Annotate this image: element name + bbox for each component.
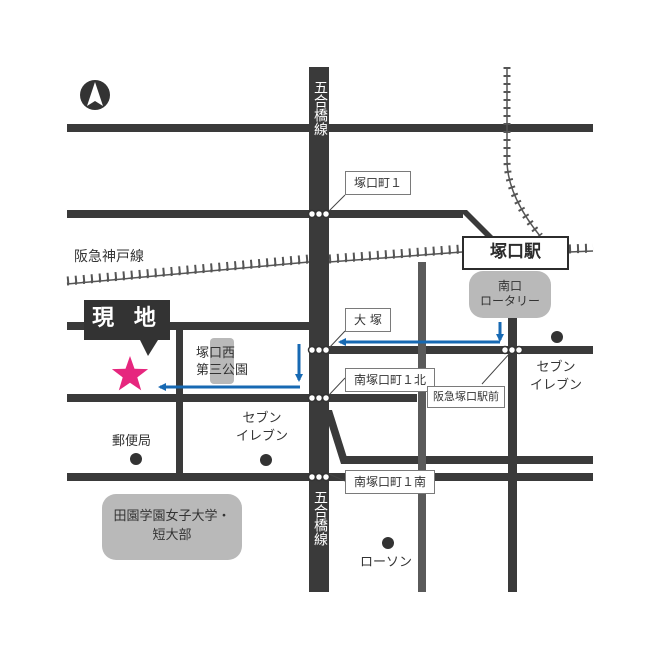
road-minami-1-kita bbox=[67, 394, 417, 402]
intersection-minami-1-kita: 南塚口町１北 bbox=[345, 368, 436, 392]
road-otsuka bbox=[320, 346, 593, 354]
road-center-vertical bbox=[418, 262, 426, 592]
university-label: 田園学園女子大学・ 短大部 bbox=[113, 509, 231, 543]
route-arrows bbox=[158, 322, 504, 391]
lawson-label: ローソン bbox=[360, 555, 413, 570]
marker-pointer bbox=[140, 340, 158, 356]
road-park-west bbox=[176, 326, 183, 476]
signal-icon bbox=[307, 472, 331, 482]
signal-icon bbox=[307, 209, 331, 219]
road-west-upper-2 bbox=[180, 322, 314, 330]
road-east-vertical bbox=[508, 290, 517, 592]
seven-eleven-east-label: セブン イレブン bbox=[530, 360, 583, 393]
signal-icon bbox=[500, 345, 524, 355]
intersection-minami-1-minami: 南塚口町１南 bbox=[345, 470, 436, 494]
star-icon bbox=[111, 356, 149, 391]
road-gogoubashi bbox=[309, 67, 329, 592]
signal-icon bbox=[307, 393, 331, 403]
intersection-tsukaguchi-1: 塚口町１ bbox=[345, 171, 412, 195]
gogoubashi-label-top: 五合橋線 bbox=[312, 80, 328, 136]
railway-hankyu-kobe bbox=[66, 243, 594, 286]
intersection-hankyu-ekimae: 阪急塚口駅前 bbox=[427, 386, 505, 408]
park-label: 塚口西 第三公園 bbox=[196, 346, 249, 378]
north-arrow-icon bbox=[80, 80, 110, 110]
dot-icon bbox=[130, 453, 142, 465]
dot-icon bbox=[260, 454, 272, 466]
railway-branch bbox=[503, 67, 543, 239]
south-rotary: 南口 ロータリー bbox=[469, 271, 551, 318]
dot-icon bbox=[382, 537, 394, 549]
station-tsukaguchi: 塚口駅 bbox=[462, 236, 569, 270]
signal-icon bbox=[307, 345, 331, 355]
road-top bbox=[67, 124, 593, 132]
callout-leaders bbox=[328, 194, 511, 482]
dot-icon bbox=[551, 331, 563, 343]
university-block: 田園学園女子大学・ 短大部 bbox=[102, 494, 242, 560]
road-tsukaguchi-1 bbox=[67, 210, 463, 218]
south-rotary-label: 南口 ロータリー bbox=[479, 279, 540, 308]
road-east-lower bbox=[344, 456, 593, 464]
gogoubashi-label-bottom: 五合橋線 bbox=[312, 490, 328, 546]
post-office-label: 郵便局 bbox=[112, 434, 152, 449]
road-east-diagonal bbox=[324, 410, 349, 464]
intersection-otsuka: 大 塚 bbox=[345, 308, 391, 332]
seven-eleven-west-label: セブン イレブン bbox=[236, 411, 289, 444]
intersection-markers bbox=[307, 209, 524, 482]
current-location-label: 現 地 bbox=[84, 300, 170, 340]
park-block bbox=[210, 338, 234, 384]
railway-hankyu-kobe-label: 阪急神戸線 bbox=[74, 249, 144, 265]
